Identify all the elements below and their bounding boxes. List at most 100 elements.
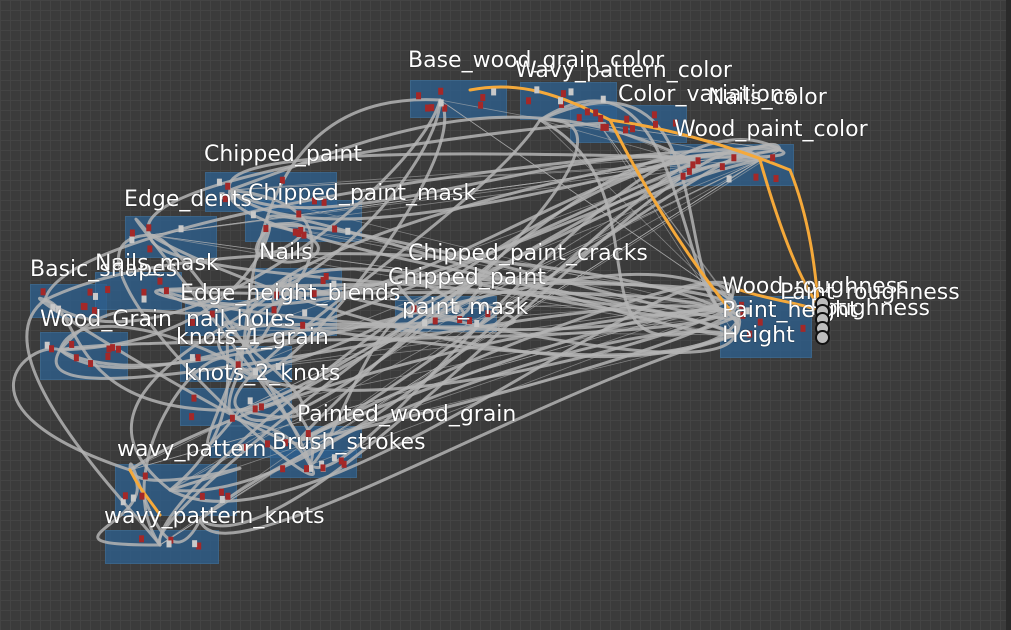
graph-node[interactable] — [69, 340, 75, 348]
graph-node[interactable] — [44, 341, 50, 349]
graph-node[interactable] — [753, 173, 759, 181]
frame-wood-grain[interactable] — [40, 332, 128, 380]
graph-node[interactable] — [91, 307, 97, 315]
graph-node[interactable] — [438, 99, 444, 107]
graph-node[interactable] — [105, 286, 111, 294]
graph-node[interactable] — [680, 172, 686, 180]
graph-node[interactable] — [695, 157, 701, 165]
graph-node[interactable] — [600, 95, 606, 103]
graph-node[interactable] — [146, 224, 152, 232]
graph-node[interactable] — [320, 277, 326, 285]
graph-node[interactable] — [308, 464, 314, 472]
graph-node[interactable] — [209, 310, 215, 318]
graph-node[interactable] — [438, 87, 444, 95]
graph-node[interactable] — [199, 492, 205, 500]
graph-node[interactable] — [129, 236, 135, 244]
graph-node[interactable] — [560, 90, 566, 98]
graph-node[interactable] — [331, 454, 337, 462]
graph-node[interactable] — [686, 167, 692, 175]
graph-node[interactable] — [80, 302, 86, 310]
graph-node[interactable] — [442, 104, 448, 112]
graph-node[interactable] — [559, 100, 565, 108]
graph-node[interactable] — [422, 319, 428, 327]
graph-node[interactable] — [726, 175, 732, 183]
graph-node[interactable] — [300, 321, 306, 329]
graph-node[interactable] — [416, 92, 422, 100]
graph-node[interactable] — [93, 292, 99, 300]
graph-node[interactable] — [323, 272, 329, 280]
graph-node[interactable] — [757, 318, 763, 326]
graph-node[interactable] — [49, 345, 55, 353]
graph-node[interactable] — [218, 488, 224, 496]
graph-node[interactable] — [191, 394, 197, 402]
graph-node[interactable] — [275, 362, 281, 370]
graph-node[interactable] — [672, 119, 678, 127]
graph-node[interactable] — [558, 97, 564, 105]
graph-node[interactable] — [345, 227, 351, 235]
graph-node[interactable] — [157, 277, 163, 285]
graph-node[interactable] — [120, 498, 126, 506]
graph-node[interactable] — [321, 198, 327, 206]
graph-node[interactable] — [731, 154, 737, 162]
graph-node[interactable] — [129, 229, 135, 237]
graph-node[interactable] — [229, 414, 235, 422]
graph-node[interactable] — [319, 460, 325, 468]
graph-node[interactable] — [219, 495, 225, 503]
graph-node[interactable] — [526, 97, 532, 105]
graph-node[interactable] — [252, 405, 258, 413]
graph-node[interactable] — [142, 472, 148, 480]
graph-node[interactable] — [105, 353, 111, 361]
graph-node[interactable] — [301, 231, 307, 239]
graph-node[interactable] — [263, 225, 269, 233]
graph-node[interactable] — [264, 440, 270, 448]
graph-node[interactable] — [280, 465, 286, 473]
graph-node[interactable] — [130, 494, 136, 502]
graph-node[interactable] — [141, 288, 147, 296]
graph-node[interactable] — [576, 114, 582, 122]
graph-node[interactable] — [231, 192, 237, 200]
graph-node[interactable] — [311, 197, 317, 205]
graph-node[interactable] — [800, 324, 806, 332]
graph-node[interactable] — [457, 316, 463, 324]
graph-node[interactable] — [338, 457, 344, 465]
graph-node[interactable] — [292, 228, 298, 236]
graph-node[interactable] — [258, 403, 264, 411]
graph-node[interactable] — [331, 280, 337, 288]
graph-node[interactable] — [274, 291, 280, 299]
graph-node[interactable] — [192, 540, 198, 548]
graph-node[interactable] — [147, 245, 153, 253]
graph-node[interactable] — [305, 430, 311, 438]
graph-node[interactable] — [747, 330, 753, 338]
graph-node[interactable] — [432, 317, 438, 325]
graph-node[interactable] — [302, 309, 308, 317]
graph-node[interactable] — [624, 115, 630, 123]
graph-node[interactable] — [40, 288, 46, 296]
graph-node[interactable] — [770, 154, 776, 162]
graph-node[interactable] — [189, 354, 195, 362]
graph-node[interactable] — [603, 123, 609, 131]
graph-node[interactable] — [629, 125, 635, 133]
graph-node[interactable] — [168, 536, 174, 544]
graph-node[interactable] — [739, 301, 745, 309]
graph-node[interactable] — [467, 317, 473, 325]
graph-node[interactable] — [222, 195, 228, 203]
graph-node[interactable] — [425, 104, 431, 112]
graph-node[interactable] — [411, 305, 417, 313]
graph-node[interactable] — [651, 111, 657, 119]
graph-node[interactable] — [491, 88, 497, 96]
graph-node[interactable] — [139, 492, 145, 500]
graph-node[interactable] — [320, 464, 326, 472]
graph-node[interactable] — [341, 460, 347, 468]
graph-node[interactable] — [139, 535, 145, 543]
graph-node[interactable] — [189, 318, 195, 326]
graph-node[interactable] — [622, 126, 628, 134]
graph-node[interactable] — [600, 123, 606, 131]
graph-node[interactable] — [429, 104, 435, 112]
graph-node[interactable] — [106, 345, 112, 353]
graph-node[interactable] — [73, 354, 79, 362]
graph-node[interactable] — [690, 161, 696, 169]
graph-node[interactable] — [141, 295, 147, 303]
graph-node[interactable] — [454, 305, 460, 313]
graph-node[interactable] — [740, 311, 746, 319]
